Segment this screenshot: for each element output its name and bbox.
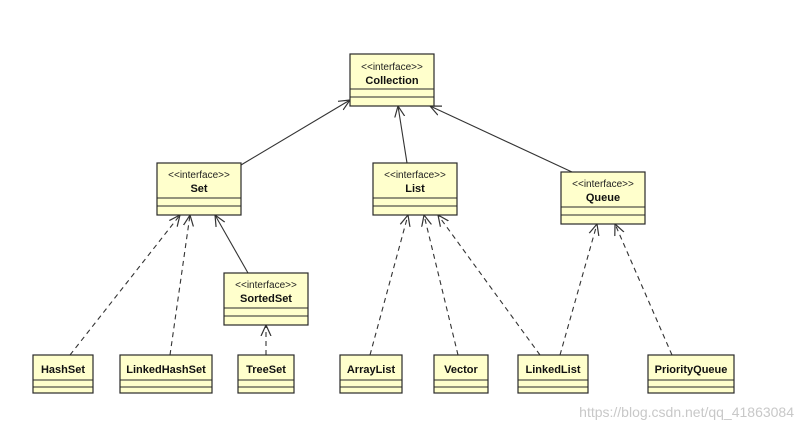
node-hashset-name: HashSet [41,364,85,376]
relationship-lines [69,100,673,356]
node-hashset[interactable]: HashSet [32,354,94,394]
edge-vector-to-list [424,215,459,356]
node-sortedset-stereotype: <<interface>> [235,280,297,291]
edge-linkedhashset-to-set [169,215,190,356]
node-queue-name: Queue [586,192,620,204]
edge-sortedset-to-set [215,215,249,274]
node-collection-stereotype: <<interface>> [361,62,423,73]
node-treeset-name: TreeSet [246,364,286,376]
watermark-text: https://blog.csdn.net/qq_41863084 [579,404,794,420]
node-arraylist-name: ArrayList [347,364,396,376]
edge-linkedlist-to-queue [559,224,597,356]
node-vector[interactable]: Vector [433,354,489,394]
edge-list-to-collection [398,106,408,164]
node-priorityqueue-name: PriorityQueue [655,364,728,376]
node-collection[interactable]: <<interface>> Collection [349,53,435,107]
node-linkedlist[interactable]: LinkedList [517,354,589,394]
node-linkedhashset-name: LinkedHashSet [126,364,206,376]
node-queue[interactable]: <<interface>> Queue [560,171,646,225]
node-set-name: Set [190,183,207,195]
edge-set-to-collection [240,100,350,166]
node-priorityqueue[interactable]: PriorityQueue [647,354,735,394]
edge-hashset-to-set [69,215,180,356]
node-set-stereotype: <<interface>> [168,170,230,181]
node-linkedhashset[interactable]: LinkedHashSet [119,354,213,394]
node-vector-name: Vector [444,364,478,376]
edge-queue-to-collection [430,106,573,173]
node-list[interactable]: <<interface>> List [372,162,458,216]
node-list-name: List [405,183,425,195]
node-sortedset[interactable]: <<interface>> SortedSet [223,272,309,326]
node-sortedset-name: SortedSet [240,293,292,305]
node-list-stereotype: <<interface>> [384,170,446,181]
edge-linkedlist-to-list [438,215,541,356]
node-collection-name: Collection [365,75,418,87]
node-arraylist[interactable]: ArrayList [339,354,403,394]
edge-arraylist-to-list [369,215,408,356]
node-linkedlist-name: LinkedList [525,364,580,376]
node-treeset[interactable]: TreeSet [237,354,295,394]
node-set[interactable]: <<interface>> Set [156,162,242,216]
edge-priorityqueue-to-queue [615,224,673,356]
node-queue-stereotype: <<interface>> [572,179,634,190]
